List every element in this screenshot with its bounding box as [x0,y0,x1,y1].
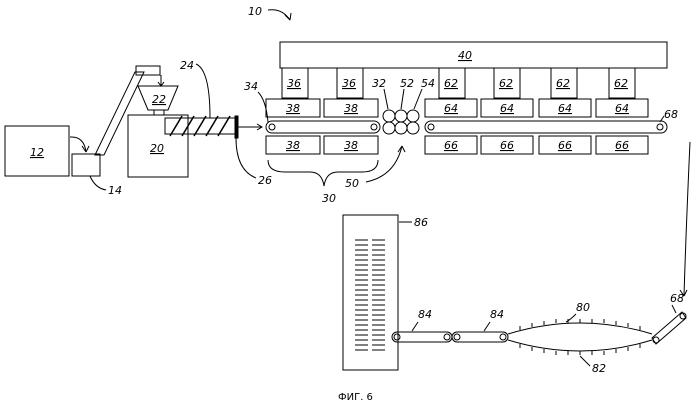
label-40: 40 [458,49,472,62]
bar-40 [280,42,667,68]
leader-54 [414,89,422,109]
label-38-lower-a: 38 [286,139,300,152]
leader-52 [401,89,404,109]
label-38-upper-a: 38 [286,102,300,115]
roller-84b-r [500,334,506,340]
hopper-neck [154,110,164,115]
label-38-upper-b: 38 [344,102,358,115]
roller-52-top [395,110,407,122]
label-26: 26 [258,174,272,187]
rack-shelves-left [355,240,368,350]
label-54: 54 [421,77,435,90]
roller-84a-l [394,334,400,340]
label-24: 24 [180,59,194,72]
leader-14 [90,176,106,190]
label-36-b: 36 [342,77,356,90]
ref-10-arrowhead [285,13,291,20]
roller-right-a [428,124,434,130]
flex-conveyor-teeth-bottom [520,344,640,355]
roller-32-top [383,110,395,122]
leader-68-lower [672,305,676,313]
leader-82 [580,356,590,366]
rack-86 [343,215,398,370]
label-62-c: 62 [556,77,570,90]
label-66-lower-a: 66 [444,139,458,152]
label-64-upper-c: 64 [558,102,572,115]
label-64-upper-a: 64 [444,102,458,115]
extrudate-arrow [238,124,262,130]
label-68-lower: 68 [670,292,684,305]
label-84-a: 84 [418,308,432,321]
leader-50 [366,146,402,182]
ref-10: 10 [248,5,262,18]
roller-84b-l [454,334,460,340]
leader-26 [236,138,256,178]
label-14: 14 [108,184,122,197]
label-34: 34 [244,80,258,93]
label-32: 32 [372,77,386,90]
label-62-d: 62 [614,77,628,90]
leader-24 [196,64,210,118]
label-68-upper: 68 [664,108,678,121]
conveyor-outlet-arrow [158,75,164,86]
label-36-a: 36 [287,77,301,90]
label-66-lower-d: 66 [615,139,629,152]
inclined-conveyor [95,72,144,155]
label-22: 22 [152,93,166,106]
box-14 [72,154,100,176]
label-12: 12 [30,146,44,159]
figure-caption: ФИГ. 6 [338,392,373,403]
label-66-lower-b: 66 [500,139,514,152]
roller-left-b [371,124,377,130]
die-plate [235,116,238,138]
leader-84-b [484,322,490,331]
roller-right-b [657,124,663,130]
flex-conveyor-top [508,323,652,334]
ref-10-arrow [268,10,290,20]
label-82: 82 [592,362,606,375]
arrow-12-to-14 [70,137,86,152]
leader-32 [384,89,388,109]
flex-conveyor-bottom [508,340,652,351]
label-30: 30 [322,192,336,205]
roller-84a-r [444,334,450,340]
label-66-lower-c: 66 [558,139,572,152]
label-20: 20 [150,142,164,155]
label-64-upper-d: 64 [615,102,629,115]
flex-conveyor-teeth-top [520,319,640,330]
roller-54-bottom [407,122,419,134]
label-84-b: 84 [490,308,504,321]
leader-80 [566,314,576,322]
brace-30 [268,160,378,186]
rack-shelves-right [372,240,385,350]
roller-52-bottom [395,122,407,134]
label-86: 86 [414,216,428,229]
label-38-lower-b: 38 [344,139,358,152]
transfer-arrow [684,142,690,296]
label-62-a: 62 [444,77,458,90]
conveyor-top-box [136,66,160,75]
leader-84-a [412,322,418,331]
conveyor-belt-left [266,121,380,133]
label-50: 50 [345,177,359,190]
label-52: 52 [400,77,414,90]
conveyor-68-lower [652,312,686,344]
roller-54-top [407,110,419,122]
conveyor-84-a [392,332,452,342]
label-64-upper-b: 64 [500,102,514,115]
roller-left-a [269,124,275,130]
screw-flights [170,116,230,136]
label-80: 80 [576,301,590,314]
label-62-b: 62 [499,77,513,90]
conveyor-belt-right [425,121,667,133]
roller-32-bottom [383,122,395,134]
